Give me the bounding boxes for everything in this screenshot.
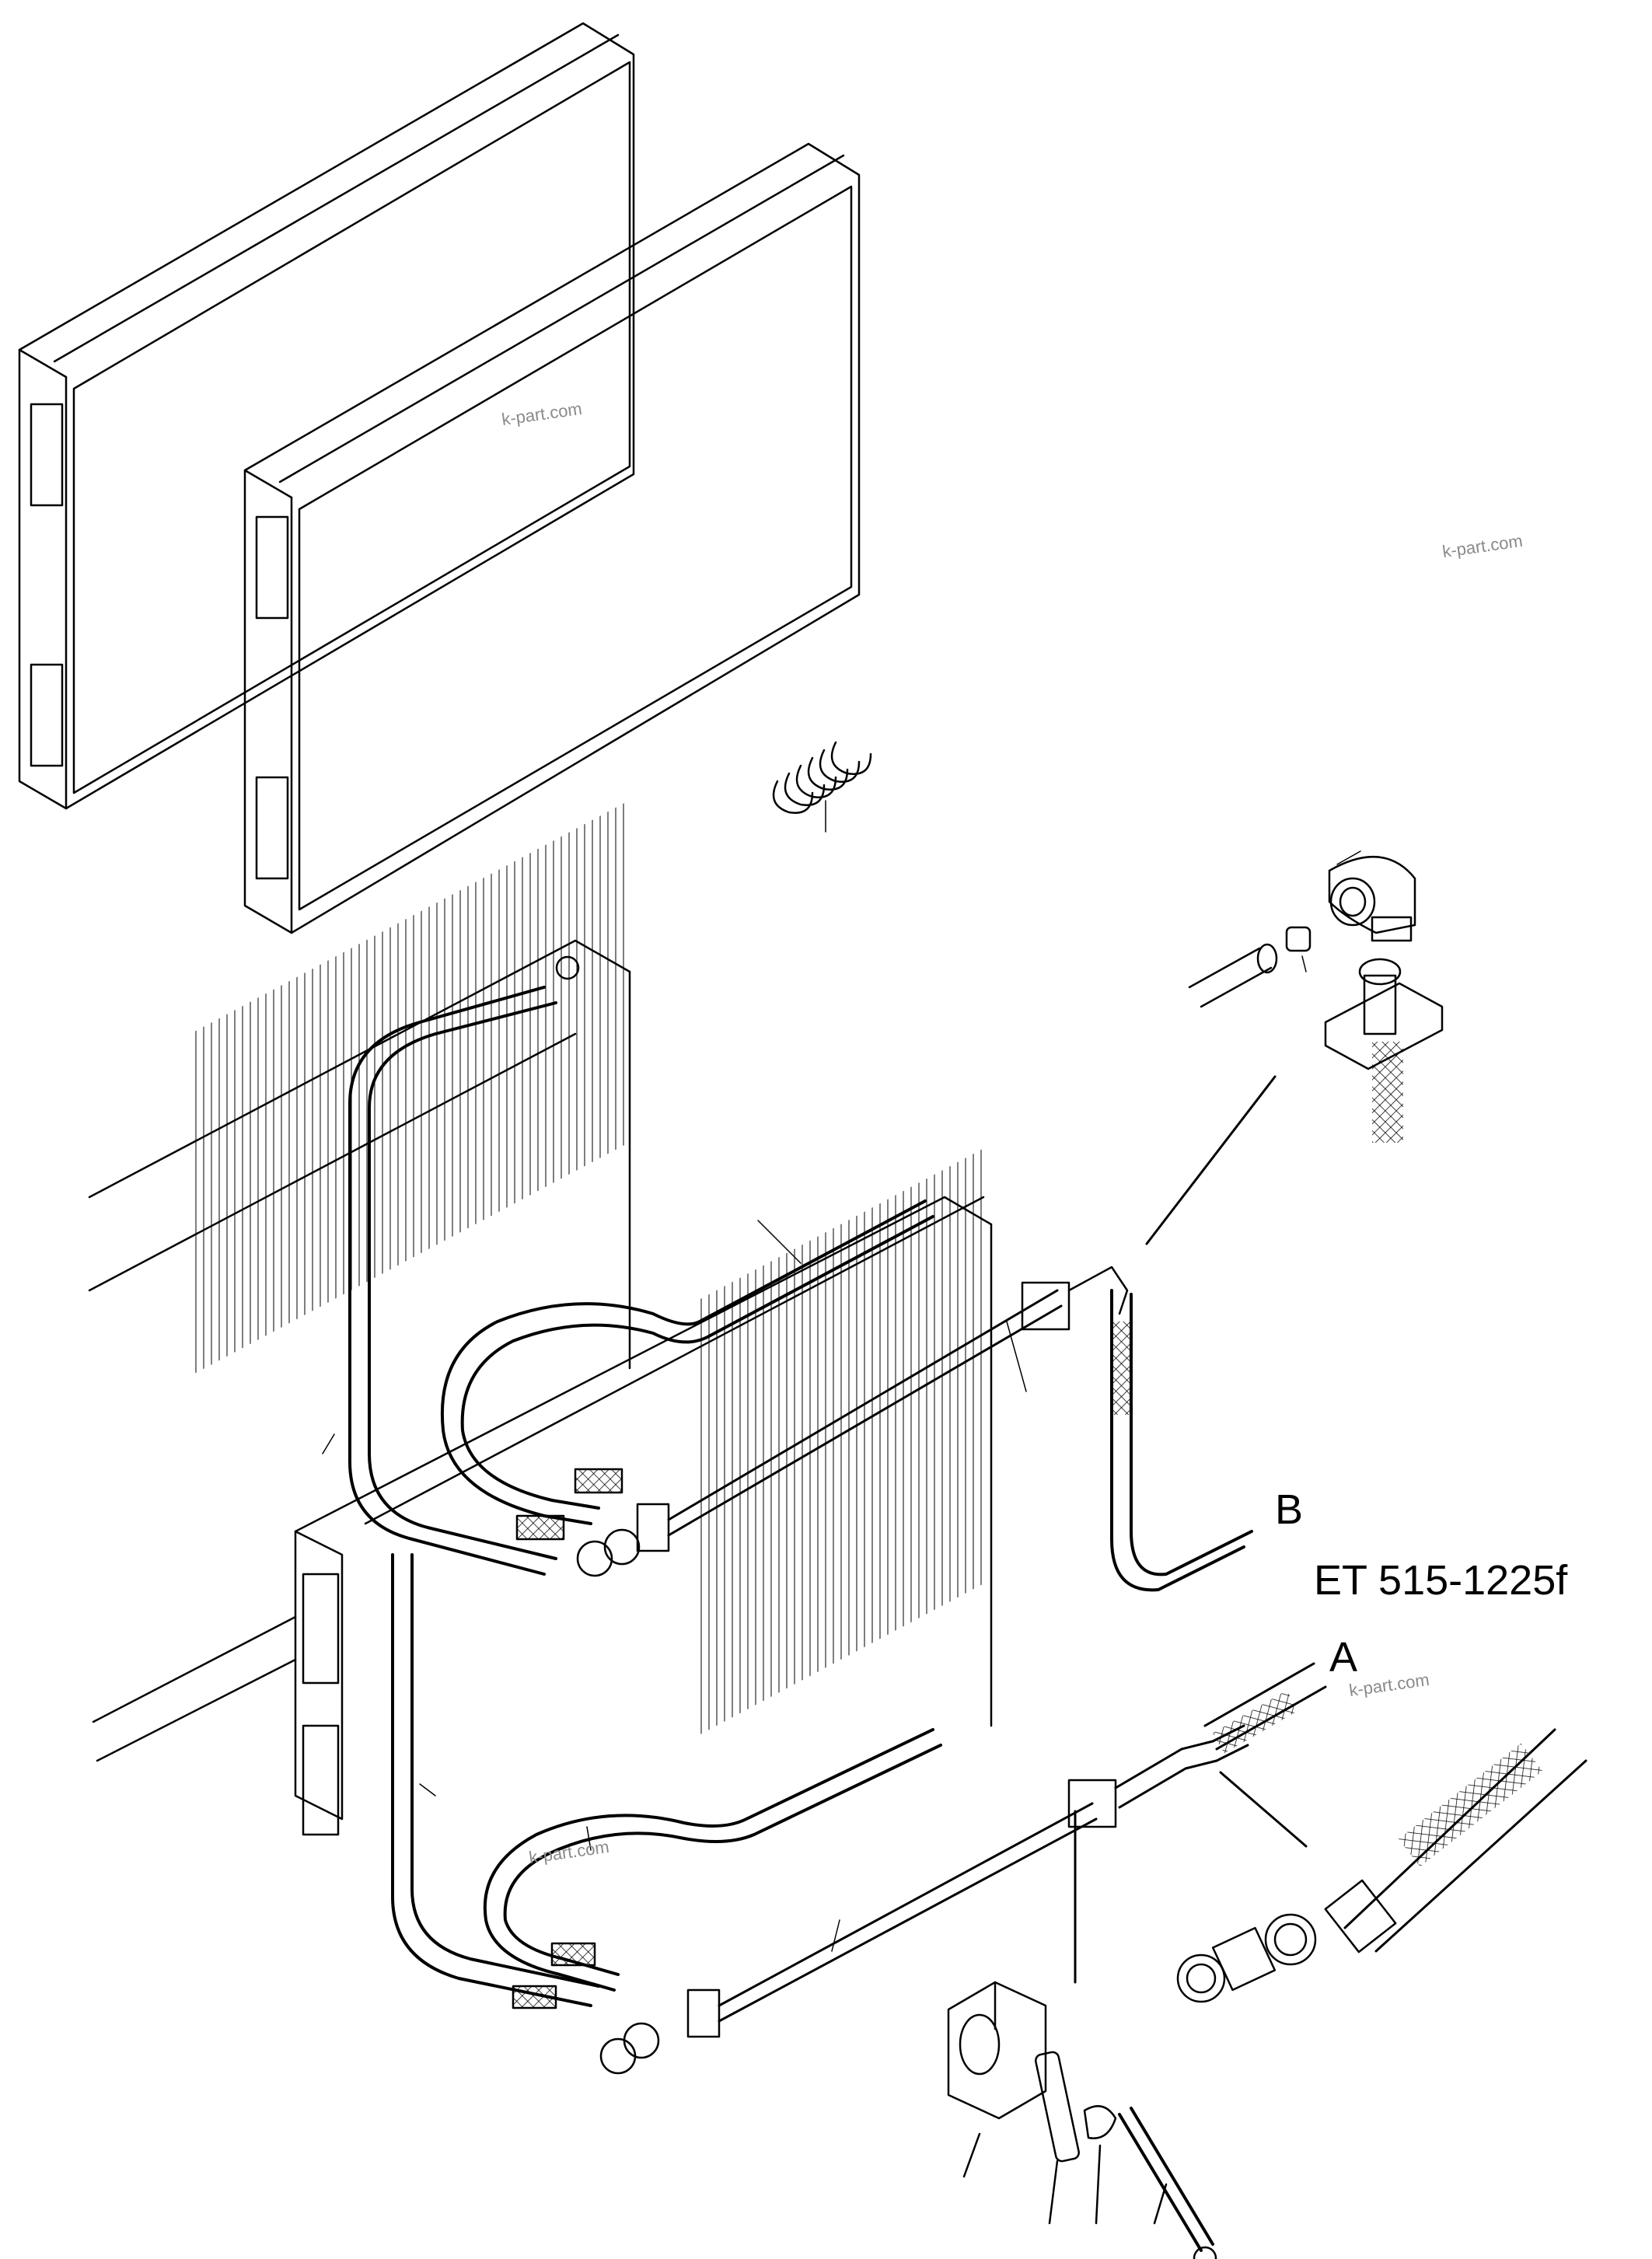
radiator-screen-front <box>243 142 861 934</box>
clamp-assembly-detail <box>947 1810 1217 2259</box>
cooler-core-lower <box>92 1148 993 1836</box>
leader-lines <box>322 850 1361 1952</box>
cooler-core-upper <box>88 801 631 1376</box>
upper-hose-circuit <box>348 986 1253 1592</box>
connection-label-b: B <box>1275 1486 1304 1533</box>
drawing-code-label: ET 515-1225f <box>1314 1557 1568 1604</box>
radiator-screen-rear <box>18 22 635 810</box>
coil-spring <box>772 741 872 833</box>
hose-end-detail-a <box>1176 1662 1587 2003</box>
elbow-connector-detail <box>1145 856 1444 1245</box>
lower-hose-circuit <box>391 1553 1249 2075</box>
connection-label-a: A <box>1329 1634 1358 1681</box>
